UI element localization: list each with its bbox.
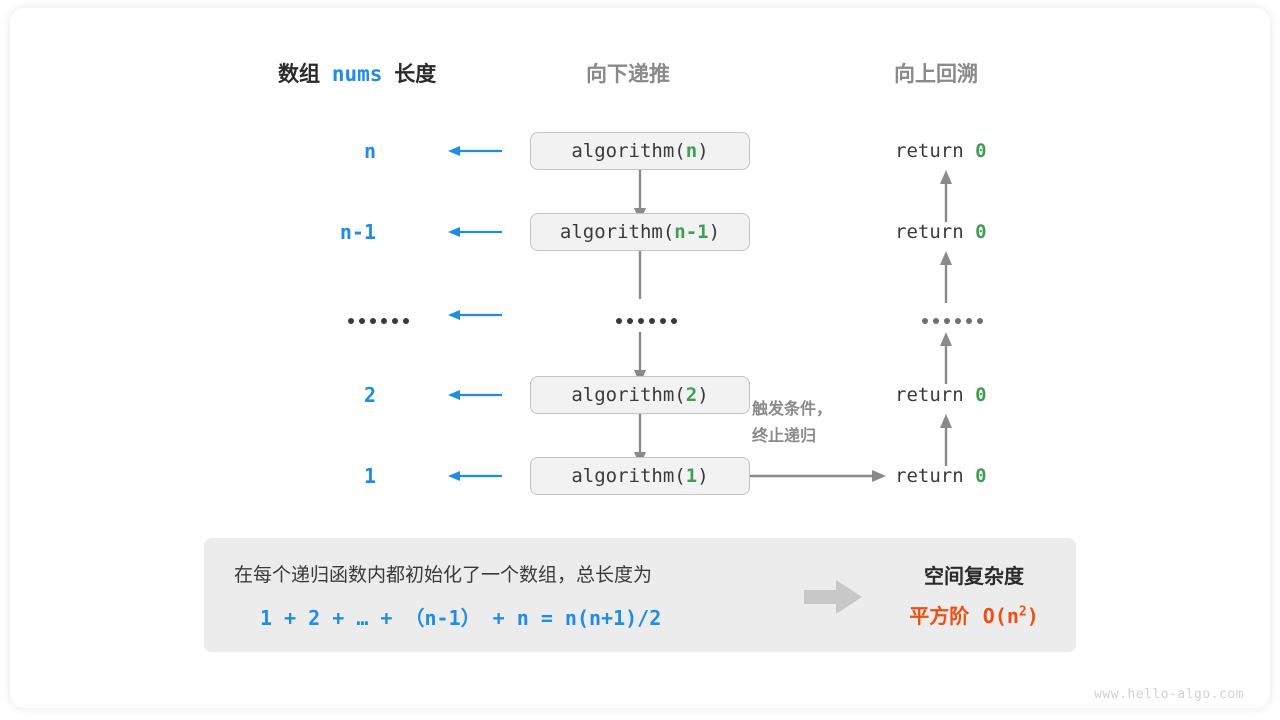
- size-label-row-4: 2: [363, 383, 376, 407]
- trigger-note-line-1: 触发条件，: [752, 401, 833, 418]
- up-arrow-4: [940, 414, 952, 466]
- blue-arrow-row-2: [448, 227, 502, 237]
- call-box-row-4: algorithm(2): [530, 376, 750, 414]
- size-label-row-1: n: [363, 139, 376, 163]
- blue-arrow-row-3: [448, 310, 502, 320]
- summary-description: 在每个递归函数内都初始化了一个数组，总长度为: [234, 565, 653, 586]
- trigger-note: 触发条件， 终止递归: [752, 396, 832, 450]
- blue-arrow-row-5: [448, 471, 502, 481]
- call-box-row-5: algorithm(1): [530, 457, 750, 495]
- return-value-row-5: 0: [975, 465, 987, 487]
- base-case-arrow: [750, 470, 886, 482]
- return-value-row-2: 0: [975, 221, 987, 243]
- call-arg-row-2: n-1: [674, 221, 709, 243]
- heading-array-length: 数组 nums 长度: [278, 58, 436, 88]
- blue-arrow-row-1: [448, 146, 502, 156]
- summary-formula: 1 + 2 + … + （n-1） + n = n(n+1)/2: [260, 606, 662, 630]
- return-keyword-row-4: return: [895, 384, 964, 406]
- trigger-note-line-2: 终止递归: [752, 428, 817, 445]
- size-label-row-5: 1: [363, 464, 376, 488]
- call-arg-row-4: 2: [685, 384, 698, 406]
- call-prefix-row-5: algorithm(: [571, 465, 686, 487]
- complexity-exponent: 2: [1018, 604, 1027, 620]
- up-arrow-2: [940, 251, 952, 303]
- right-arrow-icon: [804, 580, 862, 614]
- call-suffix-row-4: ): [697, 384, 709, 406]
- return-row-1: return 0: [895, 140, 987, 162]
- heading-backtrack-up: 向上回溯: [894, 63, 978, 86]
- ellipsis-middle: [616, 318, 677, 324]
- return-keyword-row-2: return: [895, 221, 964, 243]
- heading-array-nums: nums: [331, 62, 383, 86]
- return-row-4: return 0: [895, 384, 987, 406]
- call-prefix-row-4: algorithm(: [571, 384, 686, 406]
- return-keyword-row-5: return: [895, 465, 964, 487]
- complexity-label: 平方阶: [909, 606, 970, 628]
- call-prefix-row-1: algorithm(: [571, 140, 686, 162]
- heading-array-prefix: 数组: [278, 63, 320, 86]
- return-value-row-1: 0: [975, 140, 987, 162]
- summary-complexity-value: 平方阶 O(n2): [864, 600, 1084, 629]
- call-suffix-row-5: ): [697, 465, 709, 487]
- call-box-row-1: algorithm(n): [530, 132, 750, 170]
- call-arg-row-5: 1: [685, 465, 698, 487]
- up-arrow-1: [940, 170, 952, 222]
- heading-recurse-down: 向下递推: [586, 63, 670, 86]
- blue-arrow-row-4: [448, 390, 502, 400]
- size-label-row-2: n-1: [339, 220, 376, 244]
- complexity-close: ): [1026, 604, 1039, 628]
- heading-array-suffix: 长度: [394, 63, 437, 86]
- complexity-notation: O(n: [982, 604, 1019, 628]
- return-value-row-4: 0: [975, 384, 987, 406]
- return-row-2: return 0: [895, 221, 987, 243]
- call-suffix-row-2: ): [708, 221, 721, 243]
- ellipsis-left: [348, 318, 409, 324]
- up-arrow-3: [940, 332, 952, 384]
- down-arrow-2: [638, 251, 642, 299]
- watermark: www.hello-algo.com: [1094, 687, 1244, 702]
- return-keyword-row-1: return: [895, 140, 964, 162]
- ellipsis-right: [922, 318, 983, 324]
- summary-complexity-title: 空间复杂度: [924, 566, 1024, 588]
- call-box-row-2: algorithm(n-1): [530, 213, 750, 251]
- return-row-5: return 0: [895, 465, 987, 487]
- call-prefix-row-2: algorithm(: [559, 221, 675, 243]
- call-suffix-row-1: ): [697, 140, 709, 162]
- call-arg-row-1: n: [685, 140, 698, 162]
- summary-panel: 在每个递归函数内都初始化了一个数组，总长度为 1 + 2 + … + （n-1）…: [204, 538, 1076, 652]
